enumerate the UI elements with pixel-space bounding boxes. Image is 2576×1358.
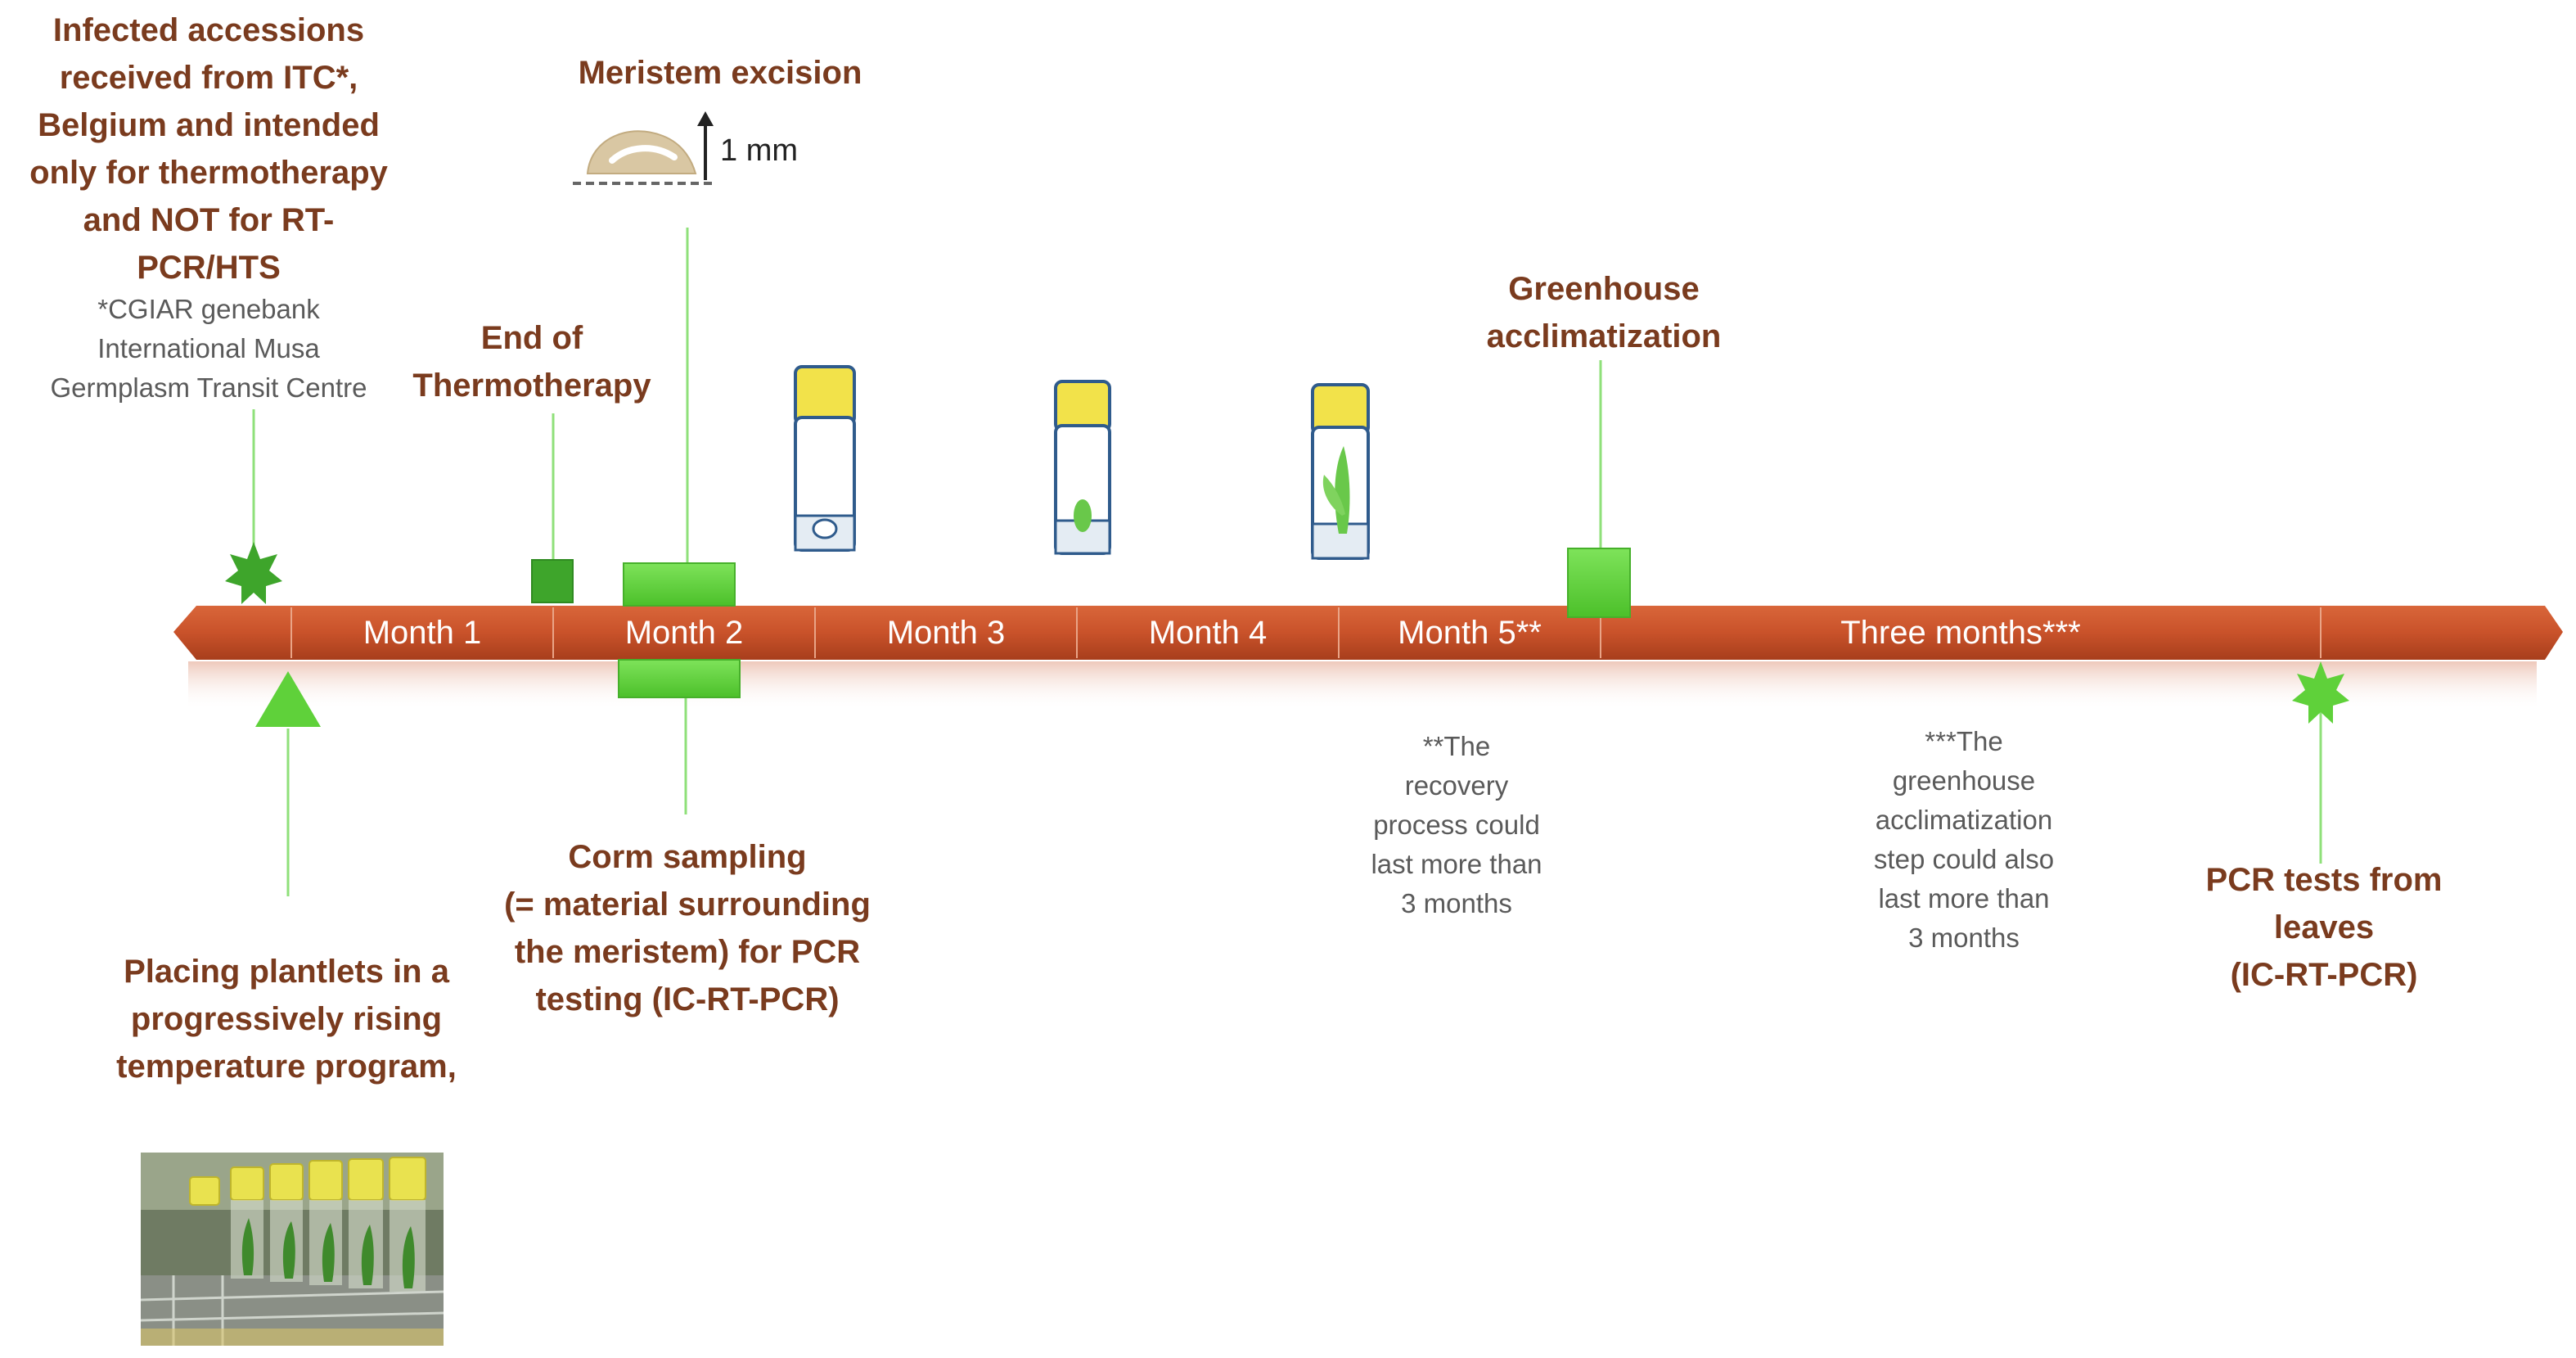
square-marker-end-thermo [531, 559, 574, 603]
culture-vial-plant-icon [1311, 383, 1370, 560]
timeline-month-1: Month 1 [363, 615, 482, 651]
itc-footnote: *CGIAR genebank International Musa Germp… [50, 294, 367, 403]
corm-sampling-label: Corm sampling (= material surrounding th… [504, 839, 871, 1017]
rectangle-marker-meristem [623, 562, 736, 607]
culture-vial-icon [794, 365, 856, 552]
meristem-excision-label: Meristem excision [578, 55, 862, 91]
timeline-month-4: Month 4 [1148, 615, 1268, 651]
rectangle-marker-corm [618, 659, 741, 698]
pcr-tests-leaves-label: PCR tests from leaves (IC-RT-PCR) [2205, 862, 2443, 993]
timeline-reflection [188, 661, 2537, 711]
timeline-arrow [173, 606, 2563, 660]
timeline-month-2: Month 2 [624, 615, 744, 651]
culture-vial-shoot-icon [1054, 380, 1111, 555]
timeline-month-3: Month 3 [886, 615, 1006, 651]
meristem-dome-icon [573, 130, 714, 185]
triangle-marker-placing [255, 671, 321, 727]
connector-lines [252, 228, 2322, 896]
infected-accessions-label: Infected accessions received from ITC*, … [29, 12, 388, 286]
star-marker-pcr-leaves [2292, 661, 2349, 724]
plantlet-rack-photo [141, 1153, 444, 1346]
timeline-three-months: Three months*** [1840, 615, 2081, 651]
scale-arrow-icon [697, 111, 714, 180]
star-marker-infected [225, 542, 282, 604]
scale-label: 1 mm [720, 133, 798, 168]
placing-plantlets-label: Placing plantlets in a progressively ris… [116, 954, 457, 1085]
square-marker-greenhouse [1567, 548, 1631, 618]
timeline-month-5: Month 5** [1398, 615, 1542, 651]
end-of-thermotherapy-label: End of Thermotherapy [412, 320, 651, 404]
greenhouse-step-footnote: ***The greenhouse acclimatization step c… [1873, 726, 2055, 953]
greenhouse-acclimatization-label: Greenhouse acclimatization [1486, 271, 1722, 354]
recovery-footnote: **The recovery process could last more t… [1371, 731, 1542, 918]
